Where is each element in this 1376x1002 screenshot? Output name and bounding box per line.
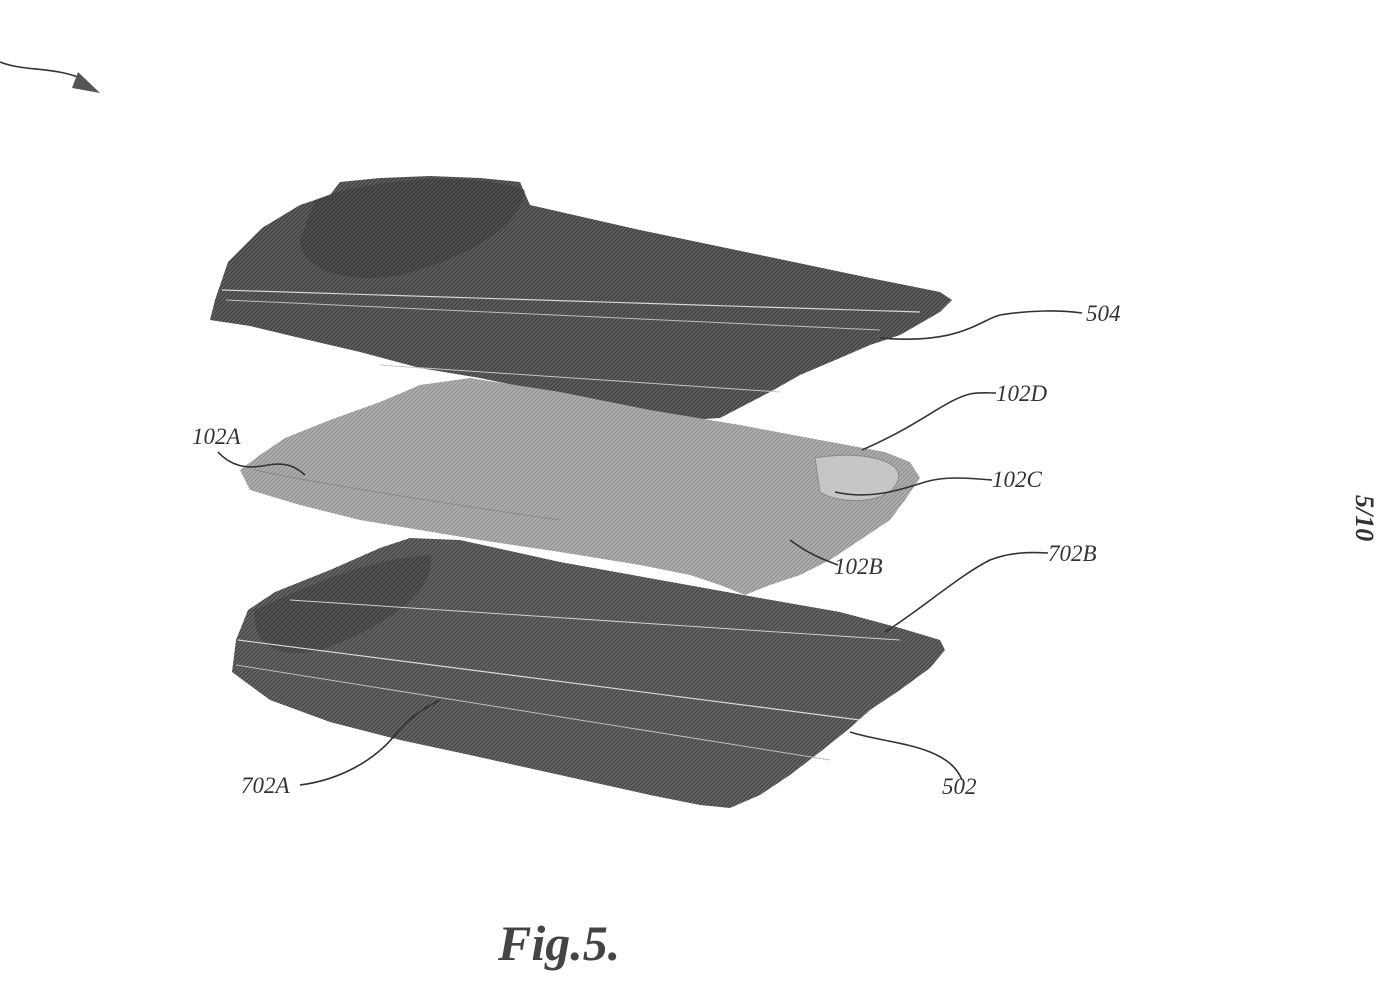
leader-702B (884, 551, 1049, 633)
ref-label-102B: 102B (834, 554, 883, 579)
ref-label-102A: 102A (192, 424, 242, 449)
leader-102D (861, 391, 997, 451)
figure-caption: Fig.5. (497, 915, 620, 971)
leader-102B (789, 539, 839, 566)
leader-102C (834, 477, 993, 496)
ref-label-702B: 702B (1048, 541, 1097, 566)
leader-102A (217, 451, 306, 476)
overview-arrow (0, 61, 100, 93)
ref-label-502: 502 (942, 774, 977, 799)
ref-label-102C: 102C (992, 467, 1043, 492)
ref-label-504: 504 (1086, 301, 1121, 326)
ref-label-102D: 102D (996, 381, 1048, 406)
leader-702A (299, 699, 441, 786)
upper-plate-504 (210, 176, 952, 420)
leader-504 (879, 310, 1083, 340)
leader-lines (217, 310, 1083, 786)
lower-plate-502 (232, 538, 945, 808)
ref-label-702A: 702A (241, 773, 291, 798)
sheet-number: 5/10 (1350, 495, 1376, 541)
middle-layer-102 (240, 378, 920, 595)
leader-502 (849, 731, 963, 781)
